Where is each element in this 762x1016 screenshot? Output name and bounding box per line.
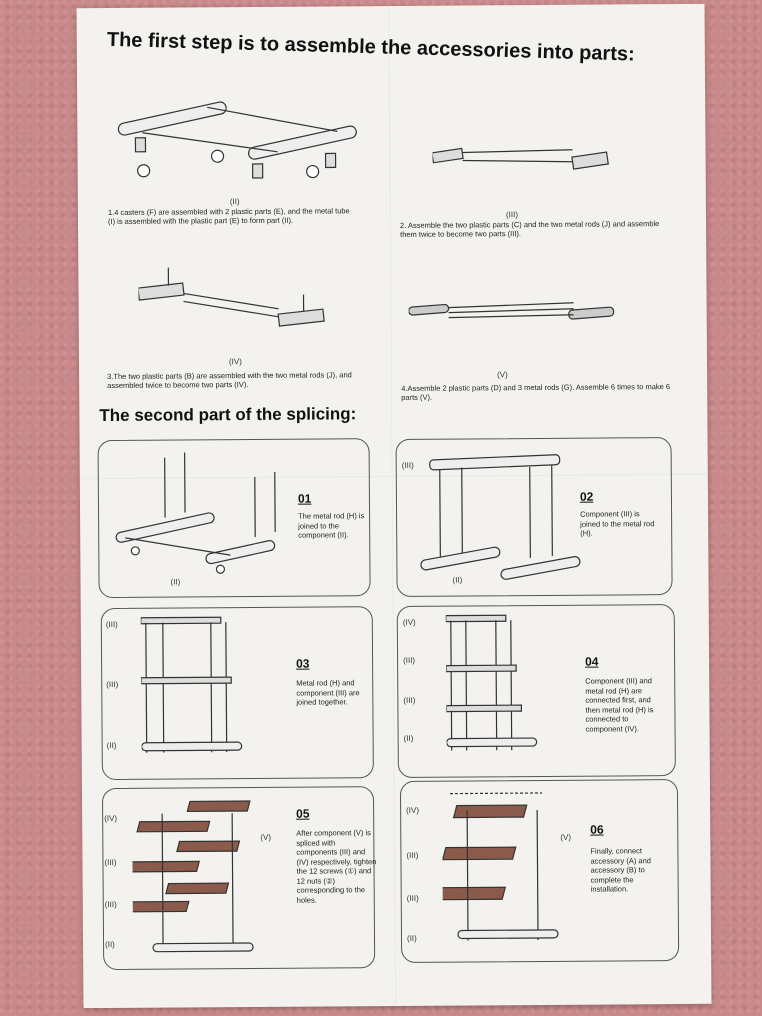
- step-04-label-ii: (II): [403, 733, 414, 743]
- step-03-label-iii-mid: (III): [106, 679, 119, 690]
- step-05-text: After component (V) is spliced with comp…: [296, 828, 377, 905]
- step-06-number: 06: [590, 822, 604, 837]
- step-05-label-iii-b: (III): [104, 899, 117, 910]
- step-04-text: Component (III) and metal rod (H) are co…: [585, 676, 654, 734]
- step-06-label-ii: (II): [406, 933, 417, 943]
- step-05-number: 05: [296, 806, 310, 821]
- step-03-label-ii: (II): [106, 740, 117, 751]
- part-v-caption: (V): [497, 370, 508, 380]
- step-06-label-v: (V): [560, 832, 572, 842]
- step-04-illustration: [445, 614, 538, 751]
- step-05-label-iii-a: (III): [104, 857, 117, 868]
- step-04-label-iv: (IV): [402, 617, 416, 627]
- step-04-label-iii-b: (III): [403, 695, 416, 705]
- part-v-illustration: [408, 302, 615, 320]
- step-06-label-iv: (IV): [406, 805, 420, 815]
- step-1-text: 1.4 casters (F) are assembled with 2 pla…: [107, 206, 350, 226]
- part-iii-illustration: [432, 147, 609, 170]
- part-iv-caption: (IV): [228, 357, 242, 367]
- step-02-label-iii: (III): [401, 460, 414, 470]
- section-title: The second part of the splicing:: [99, 404, 357, 426]
- step-05-label-v: (V): [260, 832, 272, 842]
- step-03-illustration: [140, 616, 243, 753]
- step-01-text: The metal rod (H) is joined to the compo…: [298, 511, 365, 540]
- step-03-number: 03: [296, 656, 310, 671]
- step-4-text: 4.Assemble 2 plastic parts (D) and 3 met…: [401, 382, 671, 402]
- step-06-label-iii: (III): [406, 850, 419, 860]
- step-03-label-iii-top: (III): [105, 619, 118, 630]
- part-ii-caption: (II): [229, 197, 240, 207]
- step-01-number: 01: [297, 491, 312, 506]
- step-04-label-iii-a: (III): [403, 655, 416, 665]
- step-06-text: Finally, connect accessory (A) and acces…: [590, 846, 651, 894]
- part-iii-caption: (III): [505, 210, 519, 220]
- page-title: The first step is to assemble the access…: [106, 28, 635, 66]
- step-05-label-iv: (IV): [104, 813, 118, 824]
- step-06-label-iii-b: (III): [406, 893, 419, 903]
- step-3-text: 3.The two plastic parts (B) are assemble…: [107, 370, 352, 390]
- part-ii-illustration: [117, 101, 357, 179]
- step-03-text: Metal rod (H) and component (III) are jo…: [296, 678, 360, 707]
- part-iv-illustration: [138, 267, 325, 327]
- step-06-illustration: [441, 792, 559, 941]
- step-02-text: Component (III) is joined to the metal r…: [580, 509, 655, 538]
- step-02-label-ii: (II): [452, 575, 463, 585]
- step-05-label-ii: (II): [105, 939, 115, 950]
- step-04-number: 04: [585, 654, 599, 669]
- step-02-illustration: [420, 454, 581, 580]
- instruction-sheet: The first step is to assemble the access…: [76, 3, 712, 1009]
- step-05-illustration: [132, 800, 254, 953]
- step-01-label-ii: (II): [170, 577, 181, 587]
- step-02-number: 02: [579, 489, 594, 504]
- step-01-illustration: [115, 452, 276, 574]
- step-2-text: 2. Assemble the two plastic parts (C) an…: [400, 219, 660, 239]
